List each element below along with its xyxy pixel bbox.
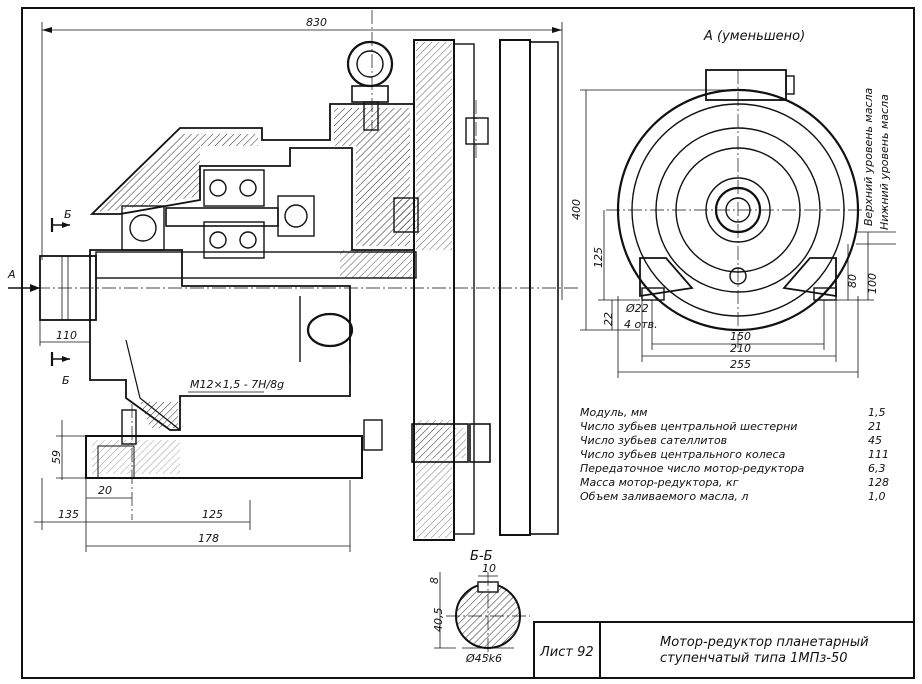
spec-value-2: 45: [868, 434, 882, 447]
oil-level-lower: Нижний уровень масла: [878, 94, 891, 230]
title-block: Лист 92 Мотор-редуктор планетарный ступе…: [533, 621, 915, 679]
spec-label-1: Число зубьев центральной шестерни: [580, 420, 797, 433]
dim-10-key: 10: [482, 562, 496, 575]
dim-210: 210: [730, 342, 751, 355]
hole-diameter: Ø22: [625, 302, 649, 315]
section-b-b: Б-Б 10 8 40,5 Ø45k6: [428, 549, 530, 665]
dim-255: 255: [730, 358, 751, 371]
spec-table: Модуль, мм 1,5 Число зубьев центральной …: [580, 406, 889, 503]
dim-150: 150: [730, 330, 751, 343]
spec-label-0: Модуль, мм: [580, 406, 647, 419]
dim-59: 59: [50, 450, 63, 464]
section-mark-top: Б: [64, 208, 72, 221]
spec-value-5: 128: [868, 476, 889, 489]
dim-40-5: 40,5: [432, 608, 445, 633]
sheet-number: Лист 92: [539, 645, 594, 660]
spec-value-6: 1,0: [868, 490, 886, 503]
dim-400: 400: [570, 199, 583, 220]
spec-label-3: Число зубьев центрального колеса: [580, 448, 786, 461]
section-mark-bottom: Б: [62, 374, 70, 387]
dim-830: 830: [306, 16, 327, 29]
spec-value-1: 21: [868, 420, 882, 433]
spec-label-6: Объем заливаемого масла, л: [580, 490, 748, 503]
hole-count: 4 отв.: [624, 318, 658, 331]
shaft-diameter: Ø45k6: [465, 652, 502, 665]
dim-20: 20: [98, 484, 112, 497]
oil-level-upper: Верхний уровень масла: [862, 87, 875, 226]
title-line-2: ступенчатый типа 1МПз-50: [660, 651, 848, 666]
dim-125-side: 125: [592, 247, 605, 268]
side-view-title: А (уменьшено): [703, 29, 805, 44]
dim-100: 100: [866, 273, 879, 294]
main-section-view: 830: [7, 10, 580, 552]
spec-value-0: 1,5: [868, 406, 886, 419]
dim-110: 110: [56, 329, 77, 342]
spec-label-5: Масса мотор-редуктора, кг: [580, 476, 739, 489]
spec-value-4: 6,3: [868, 462, 886, 475]
dim-125-main: 125: [202, 508, 223, 521]
dim-8-key: 8: [428, 577, 441, 584]
dim-80: 80: [846, 274, 859, 288]
dim-135: 135: [58, 508, 79, 521]
dim-178: 178: [198, 532, 219, 545]
spec-value-3: 111: [868, 448, 889, 461]
side-view-a: А (уменьшено) Верхний уровень масла Нижн…: [570, 29, 896, 378]
spec-label-2: Число зубьев сателлитов: [580, 434, 727, 447]
sheet-frame: [21, 7, 915, 679]
view-arrow-label: А: [7, 268, 16, 281]
spec-label-4: Передаточное число мотор-редуктора: [580, 462, 805, 475]
dim-22-side: 22: [602, 312, 615, 326]
title-line-1: Мотор-редуктор планетарный: [660, 635, 869, 650]
thread-label: М12×1,5 - 7Н/8g: [190, 378, 284, 391]
section-title: Б-Б: [470, 549, 493, 564]
